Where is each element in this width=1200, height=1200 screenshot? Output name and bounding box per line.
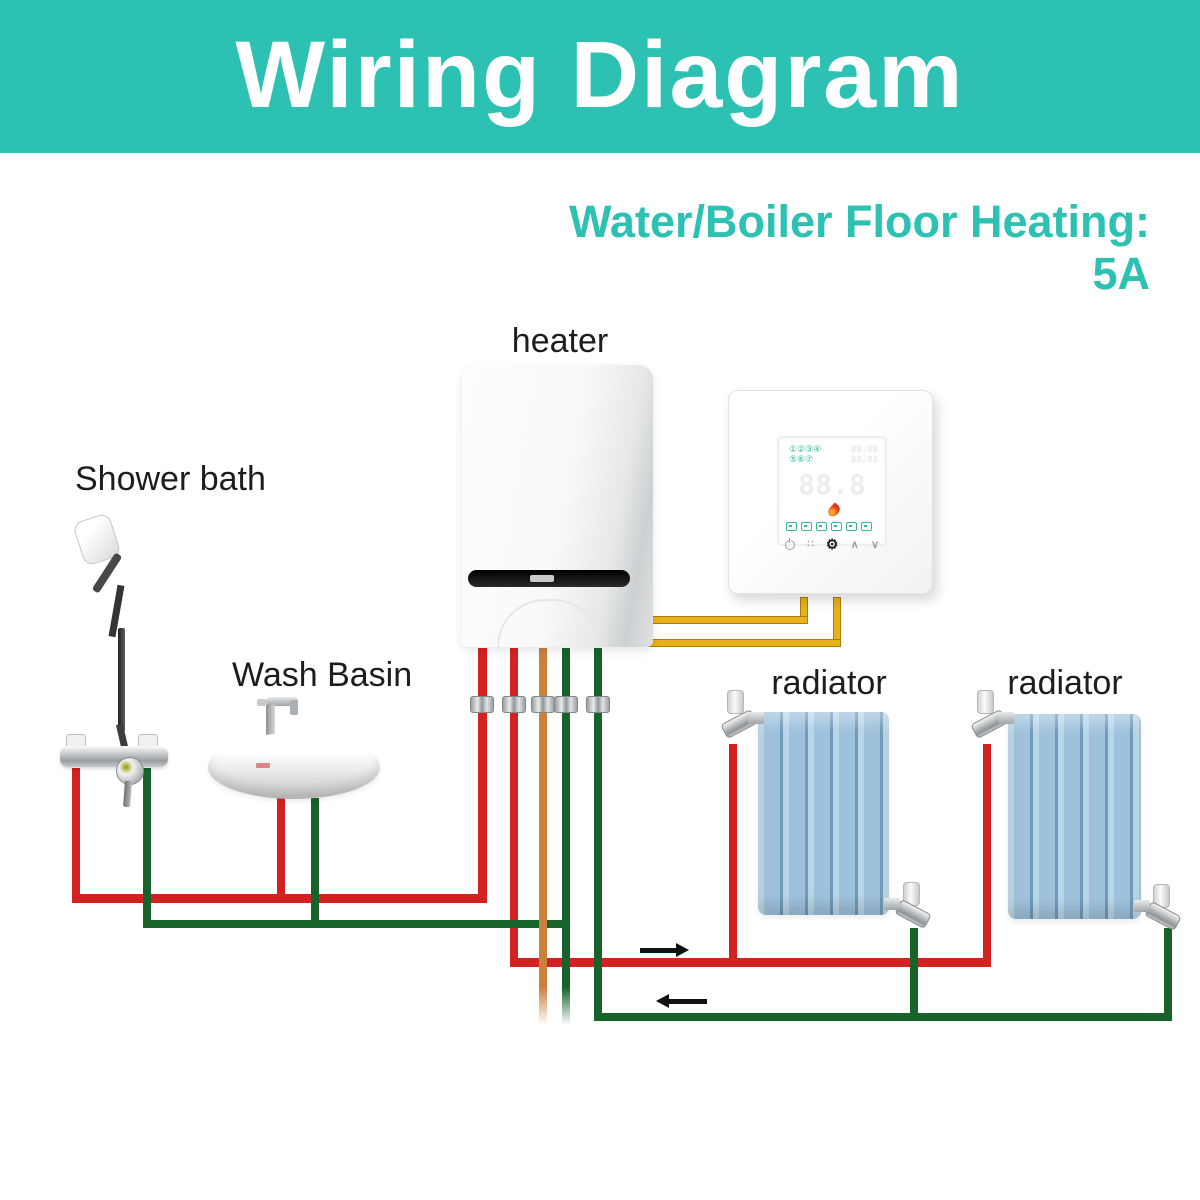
pipe-green-radiator1-vertical <box>910 928 918 1021</box>
thermostat-touch-buttons: ∷ ⚙ ∧ ∨ <box>785 536 879 553</box>
label-radiator-right: radiator <box>1007 664 1123 702</box>
label-radiator-left: radiator <box>771 664 887 702</box>
pipe-red-radiator-supply-horizontal <box>510 958 991 967</box>
radiator2-inlet-valve-cap <box>977 690 994 714</box>
pipe-valve-fitting-5 <box>586 696 610 713</box>
pipe-red-shower-vertical <box>72 768 80 903</box>
chevron-down-icon[interactable]: ∨ <box>870 539 879 551</box>
boiler-heater-unit <box>462 365 653 647</box>
thermostat-panel: ①②③④ ⑤⑥⑦ 88:88 88:88 88.8 ∷ ⚙ ∧ ∨ <box>728 390 933 594</box>
wash-basin-bowl <box>208 733 380 799</box>
subtitle-heating-spec: Water/Boiler Floor Heating: 5A <box>569 196 1150 299</box>
boiler-display-strip <box>468 570 630 587</box>
radiator2-outlet-valve-nut <box>1134 900 1150 912</box>
thermostat-mode-icons <box>786 522 878 531</box>
thermostat-clock-row1: 88:88 <box>850 445 878 455</box>
shower-mixer-lever <box>123 780 132 808</box>
basin-faucet-spout <box>266 697 298 706</box>
radiator2-inlet-valve-nut <box>998 712 1014 724</box>
pipe-valve-fitting-3 <box>531 696 555 713</box>
shower-mixer-valve <box>60 746 168 767</box>
mode-icon <box>816 522 827 531</box>
shower-riser-bar <box>118 628 125 732</box>
pipe-red-manifold-horizontal <box>72 894 487 903</box>
mode-icon <box>846 522 857 531</box>
boiler-display-notch <box>530 575 554 582</box>
boiler-door-arch <box>497 599 601 647</box>
page-title: Wiring Diagram <box>235 22 965 128</box>
pipe-green-boiler-5-vertical <box>594 648 602 1021</box>
thermostat-weekday-row1: ①②③④ <box>789 444 822 454</box>
basin-rim-highlight <box>218 738 370 754</box>
pipe-valve-fitting-4 <box>554 696 578 713</box>
pipe-valve-fitting-2 <box>502 696 526 713</box>
pipe-red-basin-vertical <box>277 793 285 903</box>
radiator-right <box>1008 714 1141 919</box>
pipe-green-basin-vertical <box>311 798 319 928</box>
mode-icon <box>786 522 797 531</box>
label-wash-basin: Wash Basin <box>232 656 413 694</box>
pipe-green-radiator-return-horizontal <box>594 1013 1172 1021</box>
shower-mixer-knob <box>116 757 144 785</box>
basin-faucet-handle <box>257 699 266 706</box>
pipe-red-boiler-1-vertical <box>478 648 487 903</box>
label-shower-bath: Shower bath <box>75 460 266 498</box>
thermostat-screen: ①②③④ ⑤⑥⑦ 88:88 88:88 88.8 ∷ ⚙ ∧ ∨ <box>777 436 887 552</box>
thermostat-temperature-display: 88.8 <box>798 468 866 501</box>
pipe-red-radiator2-vertical <box>983 744 991 967</box>
radiator1-inlet-valve-cap <box>727 690 744 714</box>
pipe-orange-floor-vertical <box>539 648 547 1025</box>
label-heater: heater <box>511 322 609 360</box>
pipe-green-shower-vertical <box>143 768 151 928</box>
pipe-green-boiler-4-vertical <box>562 648 570 1025</box>
pipe-green-radiator2-vertical <box>1164 928 1172 1021</box>
basin-faucet-outlet <box>290 700 298 715</box>
grid-icon[interactable]: ∷ <box>807 539 814 550</box>
mode-icon <box>831 522 842 531</box>
mode-icon <box>801 522 812 531</box>
basin-faucet-body <box>266 704 275 736</box>
chevron-up-icon[interactable]: ∧ <box>850 539 859 551</box>
radiator-left <box>758 712 889 915</box>
pipe-valve-fitting-1 <box>470 696 494 713</box>
mode-icon <box>861 522 872 531</box>
thermostat-clock-row2: 88:88 <box>850 455 878 465</box>
thermostat-wire-1-horizontal <box>648 616 808 624</box>
radiator1-inlet-valve-nut <box>748 712 764 724</box>
thermostat-weekday-row2: ⑤⑥⑦ <box>789 454 814 464</box>
pipe-green-manifold-horizontal <box>143 920 570 928</box>
heating-flame-icon <box>825 502 843 519</box>
thermostat-wire-2-horizontal <box>628 639 841 647</box>
power-icon[interactable] <box>785 537 795 550</box>
settings-gear-icon[interactable]: ⚙ <box>825 536 839 552</box>
header-banner: Wiring Diagram <box>0 0 1200 153</box>
pipe-red-radiator1-vertical <box>729 744 737 967</box>
radiator1-outlet-valve-nut <box>884 898 900 910</box>
pipe-red-boiler-2-vertical <box>510 648 518 967</box>
basin-logo-mark <box>256 763 270 768</box>
